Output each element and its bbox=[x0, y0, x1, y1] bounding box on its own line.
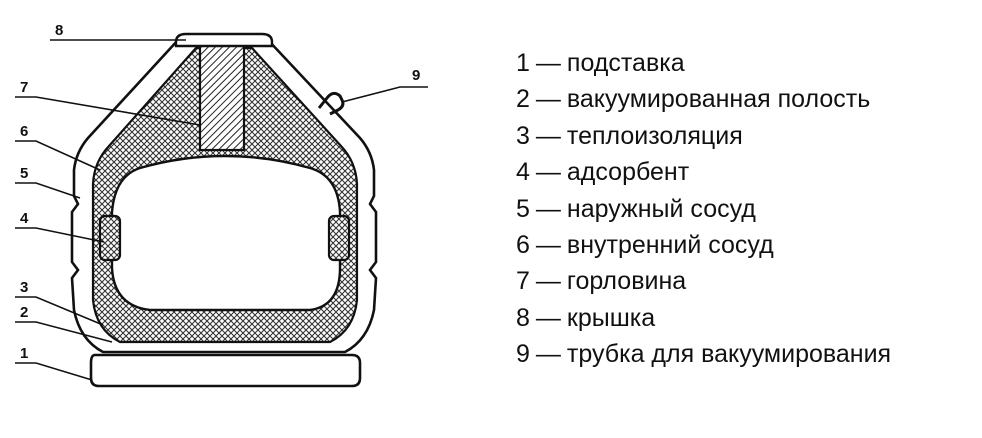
callout-7: 7 bbox=[20, 79, 28, 96]
leader-lines bbox=[15, 39, 428, 381]
callout-2: 2 bbox=[20, 304, 28, 321]
legend-item-1: 1—подставка bbox=[516, 45, 891, 81]
callout-8: 8 bbox=[55, 22, 63, 39]
legend-dash: — bbox=[535, 340, 561, 369]
leader-4 bbox=[15, 227, 105, 243]
legend-number: 3 bbox=[516, 121, 530, 150]
legend-text: адсорбент bbox=[566, 158, 690, 187]
legend-dash: — bbox=[535, 267, 561, 296]
legend-number: 4 bbox=[516, 158, 530, 187]
legend-dash: — bbox=[535, 49, 561, 77]
legend-dash: — bbox=[535, 194, 561, 223]
legend-dash: — bbox=[535, 85, 561, 114]
adsorbent-left-shape bbox=[98, 214, 122, 262]
leader-3 bbox=[15, 296, 104, 326]
legend-number: 5 bbox=[516, 194, 530, 223]
leader-9 bbox=[341, 86, 428, 103]
leader-2 bbox=[15, 321, 113, 343]
legend-number: 2 bbox=[516, 85, 530, 114]
legend-number: 1 bbox=[516, 49, 530, 77]
legend-item-5: 5—наружный сосуд bbox=[516, 191, 891, 227]
legend-text: теплоизоляция bbox=[566, 121, 743, 150]
legend-item-7: 7—горловина bbox=[516, 263, 891, 299]
callout-6: 6 bbox=[20, 123, 28, 140]
legend-item-8: 8—крышка bbox=[516, 300, 891, 336]
callout-4: 4 bbox=[20, 210, 29, 227]
legend-dash: — bbox=[535, 121, 561, 150]
legend-text: крышка bbox=[566, 303, 656, 332]
legend-number: 7 bbox=[516, 267, 530, 296]
legend-text: трубка для вакуумирования bbox=[566, 340, 892, 369]
legend-dash: — bbox=[535, 303, 561, 332]
legend-text: горловина bbox=[566, 267, 687, 296]
legend-item-3: 3—теплоизоляция bbox=[516, 118, 891, 154]
inner-cavity-shape bbox=[110, 154, 342, 312]
legend-number: 6 bbox=[516, 231, 530, 260]
adsorbent-right-shape bbox=[327, 214, 351, 262]
stand-shape bbox=[89, 353, 362, 388]
callout-5: 5 bbox=[20, 165, 28, 182]
legend-item-9: 9—трубка для вакуумирования bbox=[516, 336, 891, 372]
legend-item-6: 6—внутренний сосуд bbox=[516, 227, 891, 263]
legend-text: наружный сосуд bbox=[566, 194, 756, 223]
neck-shape bbox=[198, 38, 246, 152]
legend-list: 1—подставка 2—вакуумированная полость 3—… bbox=[516, 45, 891, 373]
leader-1 bbox=[15, 362, 93, 381]
legend-text: внутренний сосуд bbox=[566, 231, 774, 260]
legend-dash: — bbox=[535, 231, 561, 260]
legend-number: 9 bbox=[516, 340, 530, 369]
legend-dash: — bbox=[535, 158, 561, 187]
legend-number: 8 bbox=[516, 303, 530, 332]
legend-item-4: 4—адсорбент bbox=[516, 154, 891, 190]
legend-text: подставка bbox=[566, 49, 685, 77]
lid-shape bbox=[174, 32, 274, 48]
leader-6 bbox=[15, 140, 101, 171]
leader-7 bbox=[15, 96, 201, 126]
leader-5 bbox=[15, 182, 81, 199]
legend-item-2: 2—вакуумированная полость bbox=[516, 81, 891, 117]
callout-3: 3 bbox=[20, 279, 28, 296]
legend-text: вакуумированная полость bbox=[566, 85, 871, 114]
callout-9: 9 bbox=[412, 67, 420, 84]
callout-1: 1 bbox=[20, 345, 28, 362]
vacuum-tube-shape bbox=[317, 91, 345, 116]
